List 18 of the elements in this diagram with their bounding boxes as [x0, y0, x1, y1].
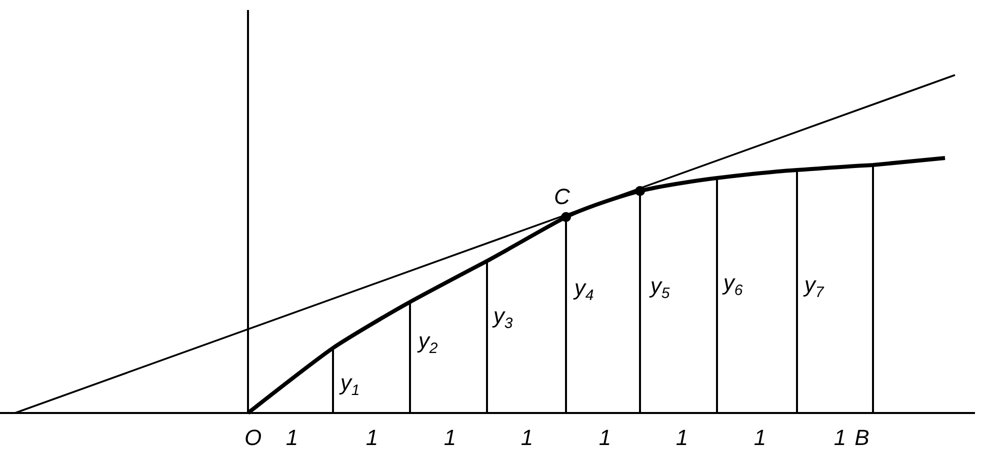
- interval-label: 1: [834, 427, 846, 449]
- interval-label: 1: [286, 427, 298, 449]
- point-label: B: [854, 427, 870, 449]
- interval-label: 1: [754, 427, 766, 449]
- ordinate-label: y$_{2}$: [418, 330, 438, 356]
- ordinate-label: y$_{3}$: [493, 305, 513, 331]
- ordinate-label: y$_{4}$: [574, 277, 594, 303]
- ordinate-label: y$_{5}$: [650, 275, 670, 301]
- interval-label: 1: [676, 427, 688, 449]
- point-label: C: [554, 186, 570, 208]
- origin-label: O: [244, 427, 262, 449]
- interval-label: 1: [520, 427, 534, 449]
- ordinate-label: y$_{6}$: [723, 272, 743, 298]
- interval-label: 1: [444, 427, 456, 449]
- interval-label: 1: [366, 427, 378, 449]
- ordinate-label: y$_{7}$: [804, 274, 824, 300]
- interval-label: 1: [598, 427, 612, 449]
- ordinate-label: y$_{1}$: [340, 372, 360, 398]
